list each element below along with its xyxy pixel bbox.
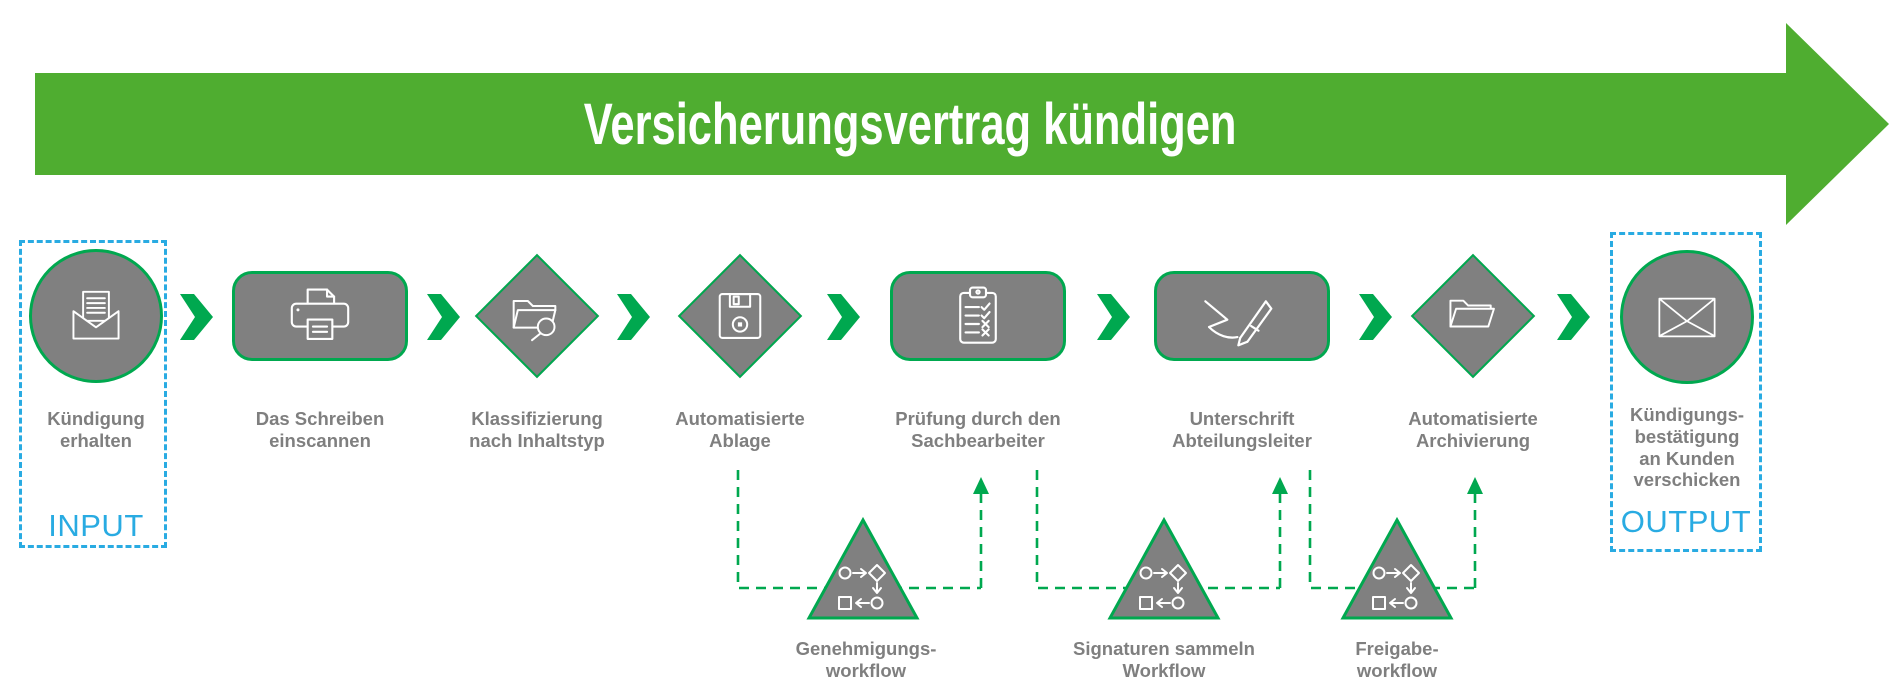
page-title: Versicherungsvertrag kündigen [584,91,1237,157]
workflow-icon [838,564,886,610]
workflow-triangle-genehmigung [806,517,920,620]
workflow-triangle-signaturen [1107,517,1221,620]
step-automatisierte-archivierung [1410,253,1536,379]
clipboard-checklist-icon [959,286,997,344]
workflow-triangle-freigabe [1340,517,1454,620]
chevron-right-icon [1557,294,1590,340]
step-pruefung-sachbearbeiter [890,271,1066,361]
step-automatisierte-ablage [677,253,803,379]
step-label: Automatisierte Ablage [675,408,805,451]
envelope-closed-icon [1658,297,1716,337]
output-box [1610,232,1762,552]
printer-icon [290,288,350,340]
step-label: Kündigung erhalten [47,408,145,451]
banner-arrowhead [1786,23,1889,225]
input-label: INPUT [48,508,144,543]
workflow-label: Genehmigungs- workflow [795,638,937,681]
step-label: Unterschrift Abteilungsleiter [1172,408,1312,451]
envelope-open-icon [72,290,120,340]
chevron-right-icon [1359,294,1392,340]
step-label: Klassifizierung nach Inhaltstyp [469,408,605,451]
workflow-icon [1372,564,1420,610]
output-label: OUTPUT [1620,504,1752,539]
floppy-disk-icon [718,293,762,339]
folder-open-icon [1449,299,1495,328]
input-box [19,240,167,548]
chevron-right-icon [827,294,860,340]
chevron-right-icon [617,294,650,340]
up-arrowheads [973,477,1483,494]
workflow-label: Signaturen sammeln Workflow [1073,638,1255,681]
chevron-right-icon [1097,294,1130,340]
workflow-icon [1139,564,1187,610]
folder-search-icon [512,300,557,342]
workflow-label: Freigabe- workflow [1355,638,1439,681]
step-label: Kündigungs- bestätigung an Kunden versch… [1629,404,1745,491]
step-kuendigung-erhalten [29,249,163,383]
step-label: Das Schreiben einscannen [255,408,385,451]
chevron-right-icon [427,294,460,340]
step-kuendigungsbestaetigung [1620,250,1754,384]
title-banner: Versicherungsvertrag kündigen [35,73,1786,175]
diamond-inner [495,274,579,358]
step-unterschrift-abteilungsleiter [1154,271,1330,361]
step-klassifizierung [474,253,600,379]
step-label: Prüfung durch den Sachbearbeiter [895,408,1061,451]
step-label: Automatisierte Archivierung [1408,408,1538,451]
diamond-inner [698,274,782,358]
step-schreiben-einscannen [232,271,408,361]
chevron-right-icon [180,294,213,340]
pen-signature-icon [1204,300,1273,347]
diamond-inner [1431,274,1515,358]
